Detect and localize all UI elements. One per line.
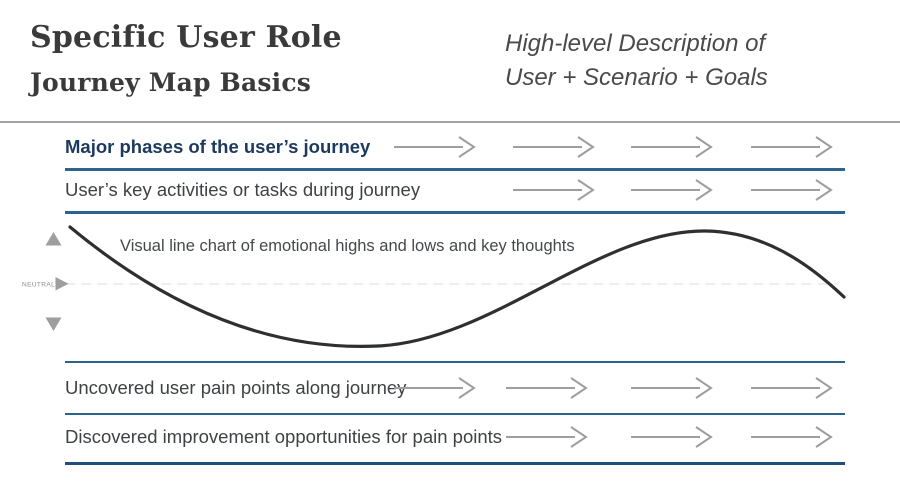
- page-subtitle: Journey Map Basics: [30, 68, 312, 97]
- header-description-line2: User + Scenario + Goals: [505, 64, 768, 91]
- triangle-right-icon: [55, 277, 69, 291]
- arrow-right-icon: [630, 425, 714, 449]
- arrow-right-icon: [630, 376, 714, 400]
- arrow-right-icon: [505, 376, 589, 400]
- arrow-right-icon: [750, 376, 834, 400]
- arrow-right-icon: [750, 135, 834, 159]
- emotion-chart: NEUTRAL Visual line chart of emotional h…: [0, 211, 900, 361]
- arrow-right-icon: [512, 135, 596, 159]
- arrow-right-icon: [750, 425, 834, 449]
- row-key-activities: User’s key activities or tasks during jo…: [65, 168, 845, 214]
- header-description-line1: High-level Description of: [505, 30, 766, 57]
- arrow-right-icon: [393, 135, 477, 159]
- row-pain-points: Uncovered user pain points along journey: [65, 361, 845, 415]
- header-divider: [0, 121, 900, 123]
- arrow-right-icon: [630, 178, 714, 202]
- row-major-phases: Major phases of the user’s journey: [65, 126, 845, 171]
- page-title: Specific User Role: [30, 20, 342, 55]
- key-activities-label: User’s key activities or tasks during jo…: [65, 178, 421, 200]
- improvement-opportunities-label: Discovered improvement opportunities for…: [65, 425, 503, 447]
- triangle-down-icon: [45, 317, 62, 331]
- row-improvement-opportunities: Discovered improvement opportunities for…: [65, 411, 845, 465]
- chart-caption: Visual line chart of emotional highs and…: [120, 237, 575, 255]
- emotion-chart-canvas: NEUTRAL: [22, 225, 846, 349]
- triangle-up-icon: [45, 232, 62, 246]
- arrow-right-icon: [750, 178, 834, 202]
- header-description: High-level Description of User + Scenari…: [505, 27, 768, 95]
- major-phases-label: Major phases of the user’s journey: [65, 136, 371, 157]
- arrow-right-icon: [505, 425, 589, 449]
- arrow-right-icon: [393, 376, 477, 400]
- arrow-right-icon: [512, 178, 596, 202]
- neutral-label: NEUTRAL: [22, 282, 55, 289]
- emotion-curve: [68, 225, 846, 349]
- arrow-right-icon: [630, 135, 714, 159]
- pain-points-label: Uncovered user pain points along journey: [65, 377, 407, 398]
